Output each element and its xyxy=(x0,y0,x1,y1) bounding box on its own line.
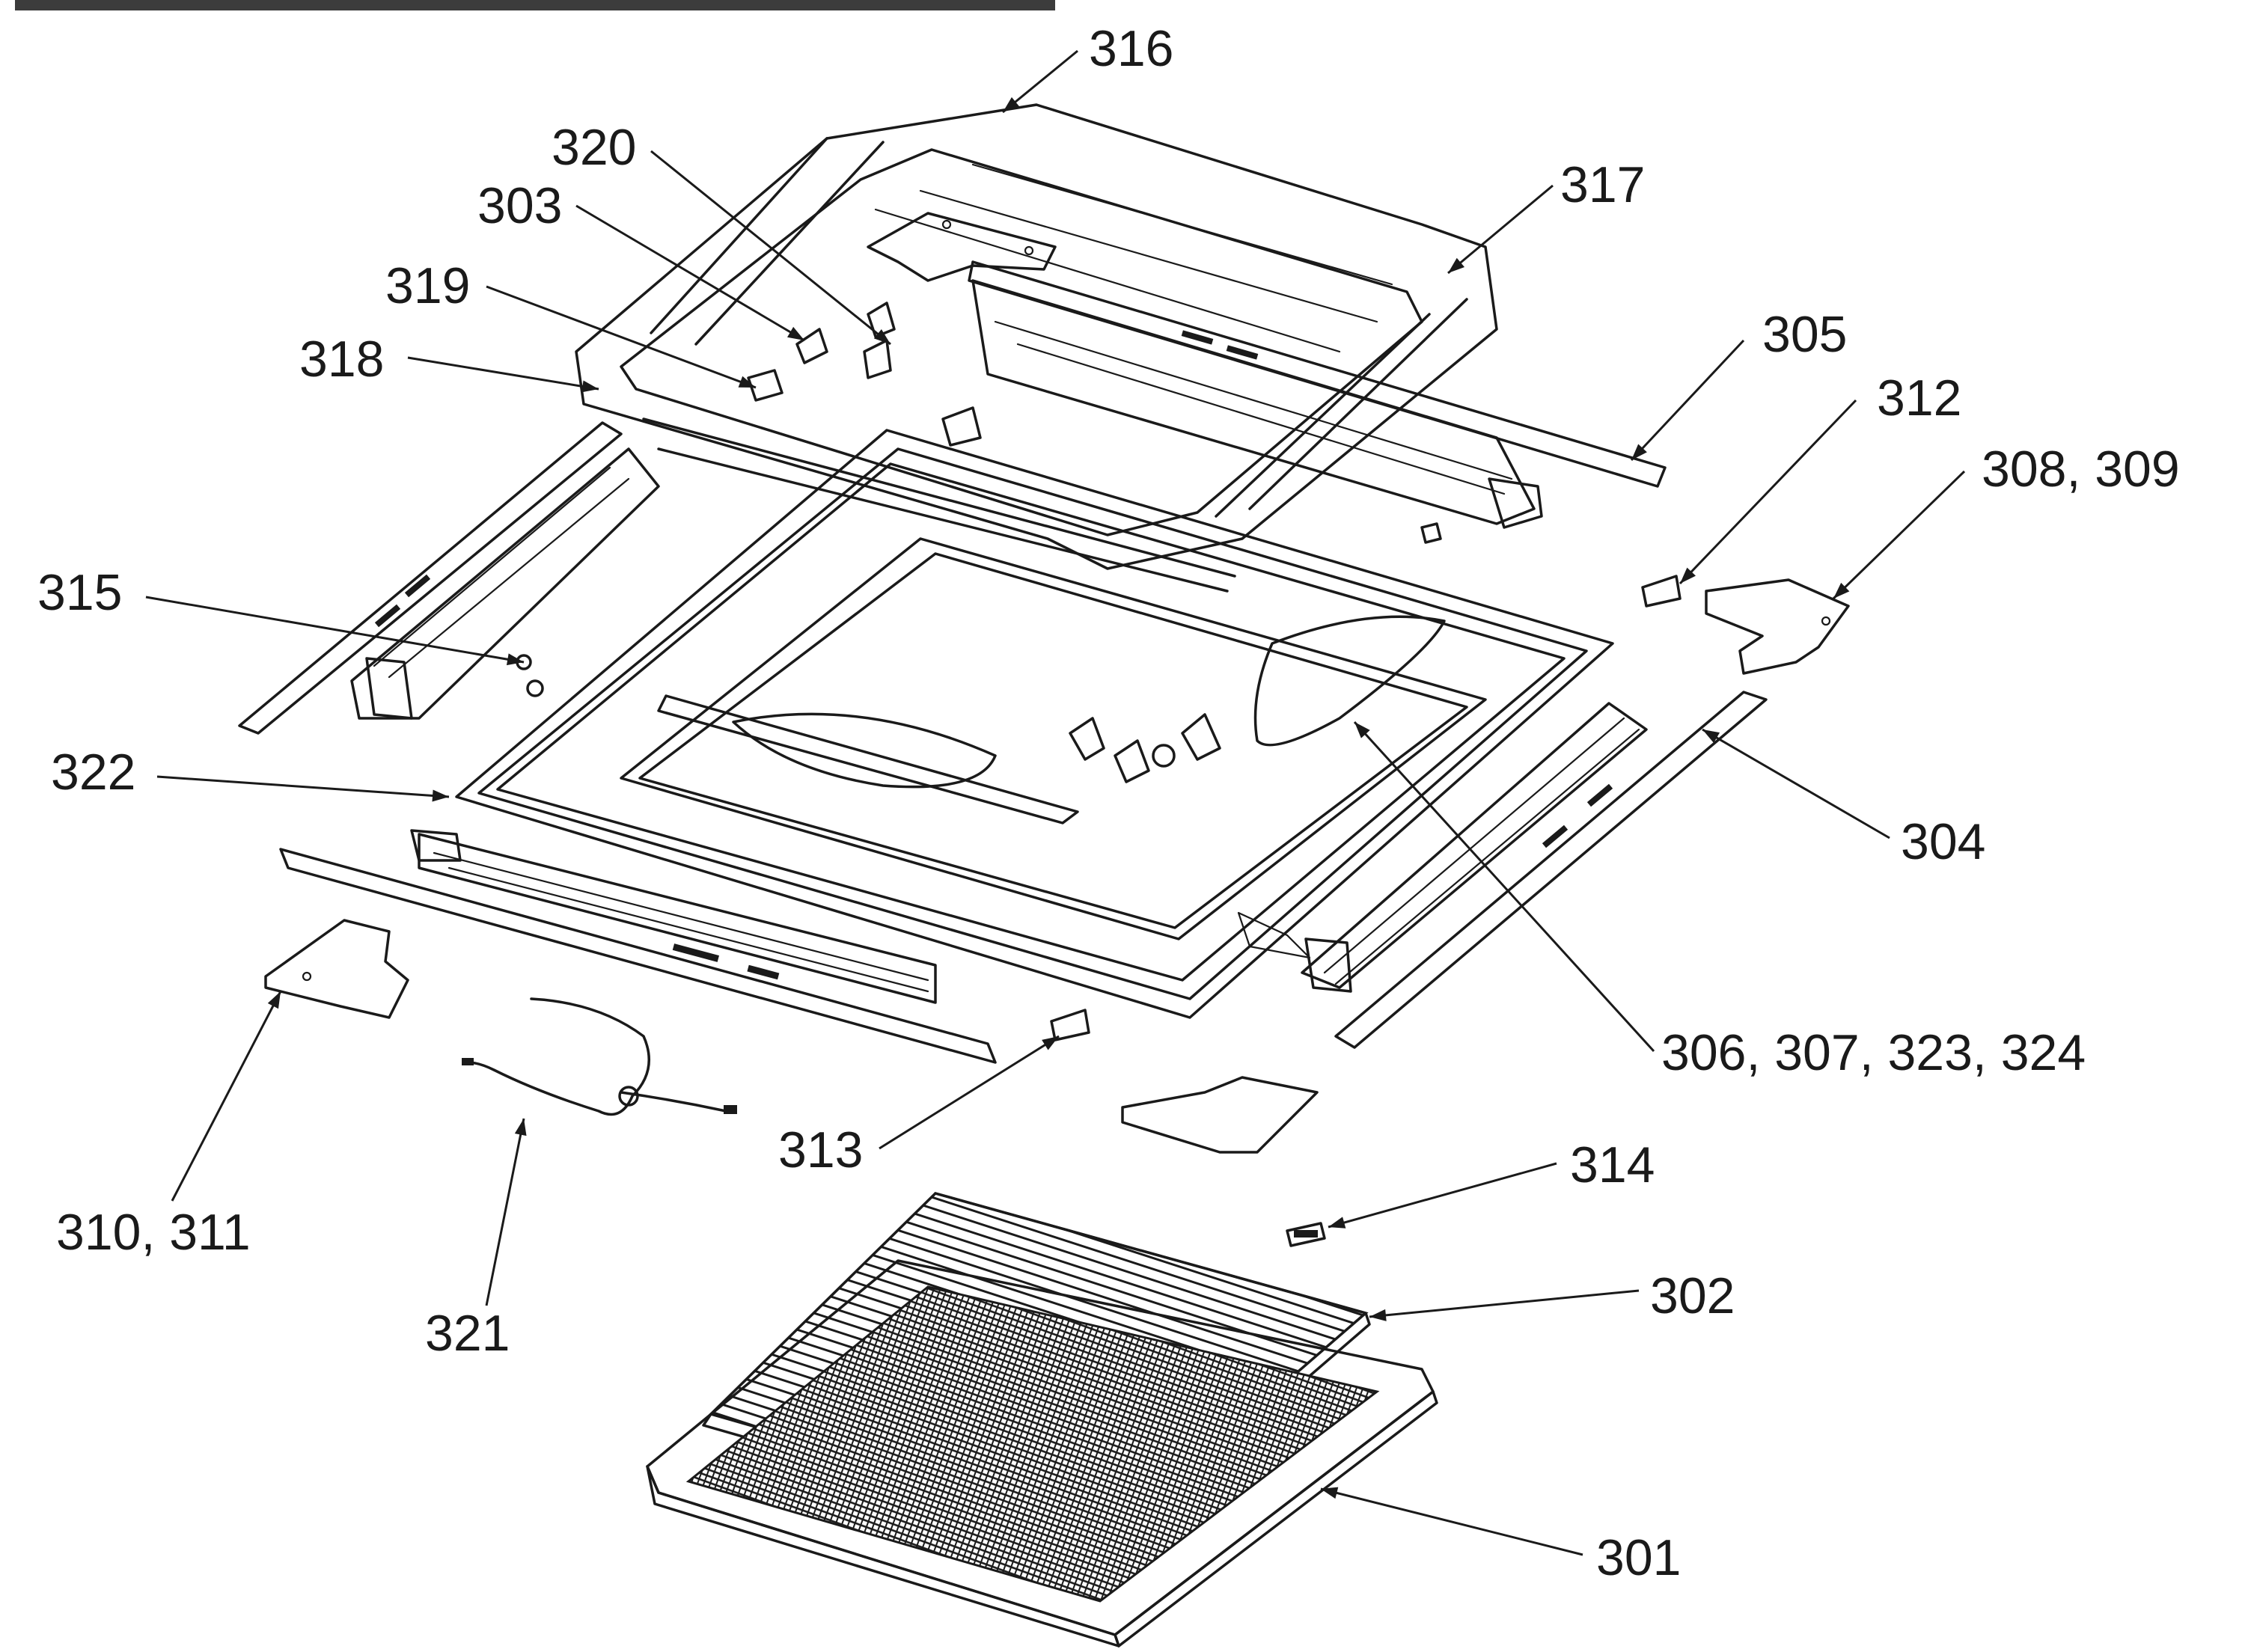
arrowhead xyxy=(1448,257,1465,273)
leader-line xyxy=(486,285,757,389)
callout-318: 318 xyxy=(299,331,599,393)
part-305-side-panel xyxy=(968,260,1667,529)
arrowhead xyxy=(1042,1036,1059,1050)
callout-label: 305 xyxy=(1762,306,1847,363)
leader-line xyxy=(1320,1487,1583,1556)
callout-319: 319 xyxy=(385,257,757,389)
part-313-clip xyxy=(1050,1009,1090,1041)
leader-line xyxy=(485,1118,525,1306)
callout-301: 301 xyxy=(1320,1487,1681,1586)
leader-line xyxy=(171,991,282,1202)
part-314-clip xyxy=(1286,1222,1326,1247)
callout-label: 302 xyxy=(1650,1267,1735,1324)
arrowhead xyxy=(1321,1487,1339,1499)
callout-label: 310, 311 xyxy=(56,1204,251,1261)
arrowhead xyxy=(873,328,891,344)
callout-308: 308, 309 xyxy=(1832,441,2180,600)
callout-label: 321 xyxy=(425,1305,510,1362)
callout-label: 303 xyxy=(477,177,562,234)
leader-line xyxy=(407,356,599,391)
arrowhead xyxy=(1631,444,1647,460)
leader-line xyxy=(1630,339,1745,462)
leader-line xyxy=(575,204,805,342)
callout-306: 306, 307, 323, 324 xyxy=(1353,721,2086,1081)
callout-label: 317 xyxy=(1560,156,1645,213)
callout-315: 315 xyxy=(37,564,525,666)
arrowhead xyxy=(267,991,281,1009)
cropped-header-text xyxy=(15,0,1055,10)
callout-303: 303 xyxy=(477,177,805,342)
callout-label: 306, 307, 323, 324 xyxy=(1661,1024,2086,1081)
callout-label: 313 xyxy=(778,1122,863,1178)
arrowhead xyxy=(432,789,449,802)
leader-line xyxy=(1679,399,1857,585)
leader-line xyxy=(145,596,525,664)
part-304-side-panel xyxy=(1301,691,1768,1049)
arrowhead xyxy=(514,1119,527,1136)
arrowhead xyxy=(1702,729,1720,743)
part-front-side-panel xyxy=(279,829,997,1064)
callout-label: 316 xyxy=(1089,20,1173,77)
callout-321: 321 xyxy=(425,1118,527,1362)
arrowhead xyxy=(1833,582,1850,599)
callout-305: 305 xyxy=(1630,306,1847,462)
arrowhead xyxy=(786,326,804,340)
callout-label: 322 xyxy=(51,744,135,801)
leader-line xyxy=(879,1035,1060,1150)
small-fittings xyxy=(526,679,1221,783)
part-310-311-corner-panel xyxy=(264,919,409,1019)
part-308-309-corner-panel xyxy=(1705,578,1850,675)
callout-label: 315 xyxy=(37,564,122,621)
callout-label: 312 xyxy=(1877,370,1961,426)
callout-320: 320 xyxy=(552,119,891,346)
callout-316: 316 xyxy=(1002,20,1173,114)
part-left-side-panel xyxy=(238,421,660,735)
callout-label: 320 xyxy=(552,119,636,176)
part-322-panel-frame xyxy=(455,429,1614,1019)
callout-312: 312 xyxy=(1679,370,1961,585)
callout-313: 313 xyxy=(778,1035,1060,1178)
leader-line xyxy=(650,150,891,346)
arrowhead xyxy=(738,376,756,388)
callout-label: 308, 309 xyxy=(1982,441,2180,498)
callout-322: 322 xyxy=(51,744,450,802)
callout-label: 304 xyxy=(1901,813,1985,870)
leader-line xyxy=(1369,1289,1640,1318)
leader-line xyxy=(1328,1162,1557,1229)
arrowhead xyxy=(506,653,524,666)
callout-label: 301 xyxy=(1596,1529,1681,1586)
part-321-wire-harness xyxy=(462,997,737,1116)
callout-label: 319 xyxy=(385,257,470,314)
arrowhead xyxy=(1328,1217,1346,1229)
leader-line xyxy=(1353,721,1655,1053)
leader-line xyxy=(1447,184,1554,275)
arrowhead xyxy=(1369,1309,1387,1321)
part-317-mounting-frame xyxy=(575,103,1498,593)
callout-label: 314 xyxy=(1570,1136,1655,1193)
callout-314: 314 xyxy=(1328,1136,1655,1229)
leader-line xyxy=(156,775,450,798)
part-301-intake-grille xyxy=(646,1259,1438,1648)
callout-302: 302 xyxy=(1369,1267,1735,1324)
leader-line xyxy=(1832,470,1966,600)
part-bottom-corner-panel xyxy=(1121,1076,1319,1154)
arrowhead xyxy=(1003,97,1020,112)
arrowhead xyxy=(1354,722,1370,738)
callout-label: 318 xyxy=(299,331,384,388)
arrowhead xyxy=(581,380,599,393)
arrowhead xyxy=(1680,567,1696,584)
callout-317: 317 xyxy=(1447,156,1645,275)
leader-line xyxy=(1702,728,1890,839)
part-312-clip xyxy=(1641,575,1682,608)
callout-310: 310, 311 xyxy=(56,991,282,1261)
callout-304: 304 xyxy=(1702,728,1985,870)
